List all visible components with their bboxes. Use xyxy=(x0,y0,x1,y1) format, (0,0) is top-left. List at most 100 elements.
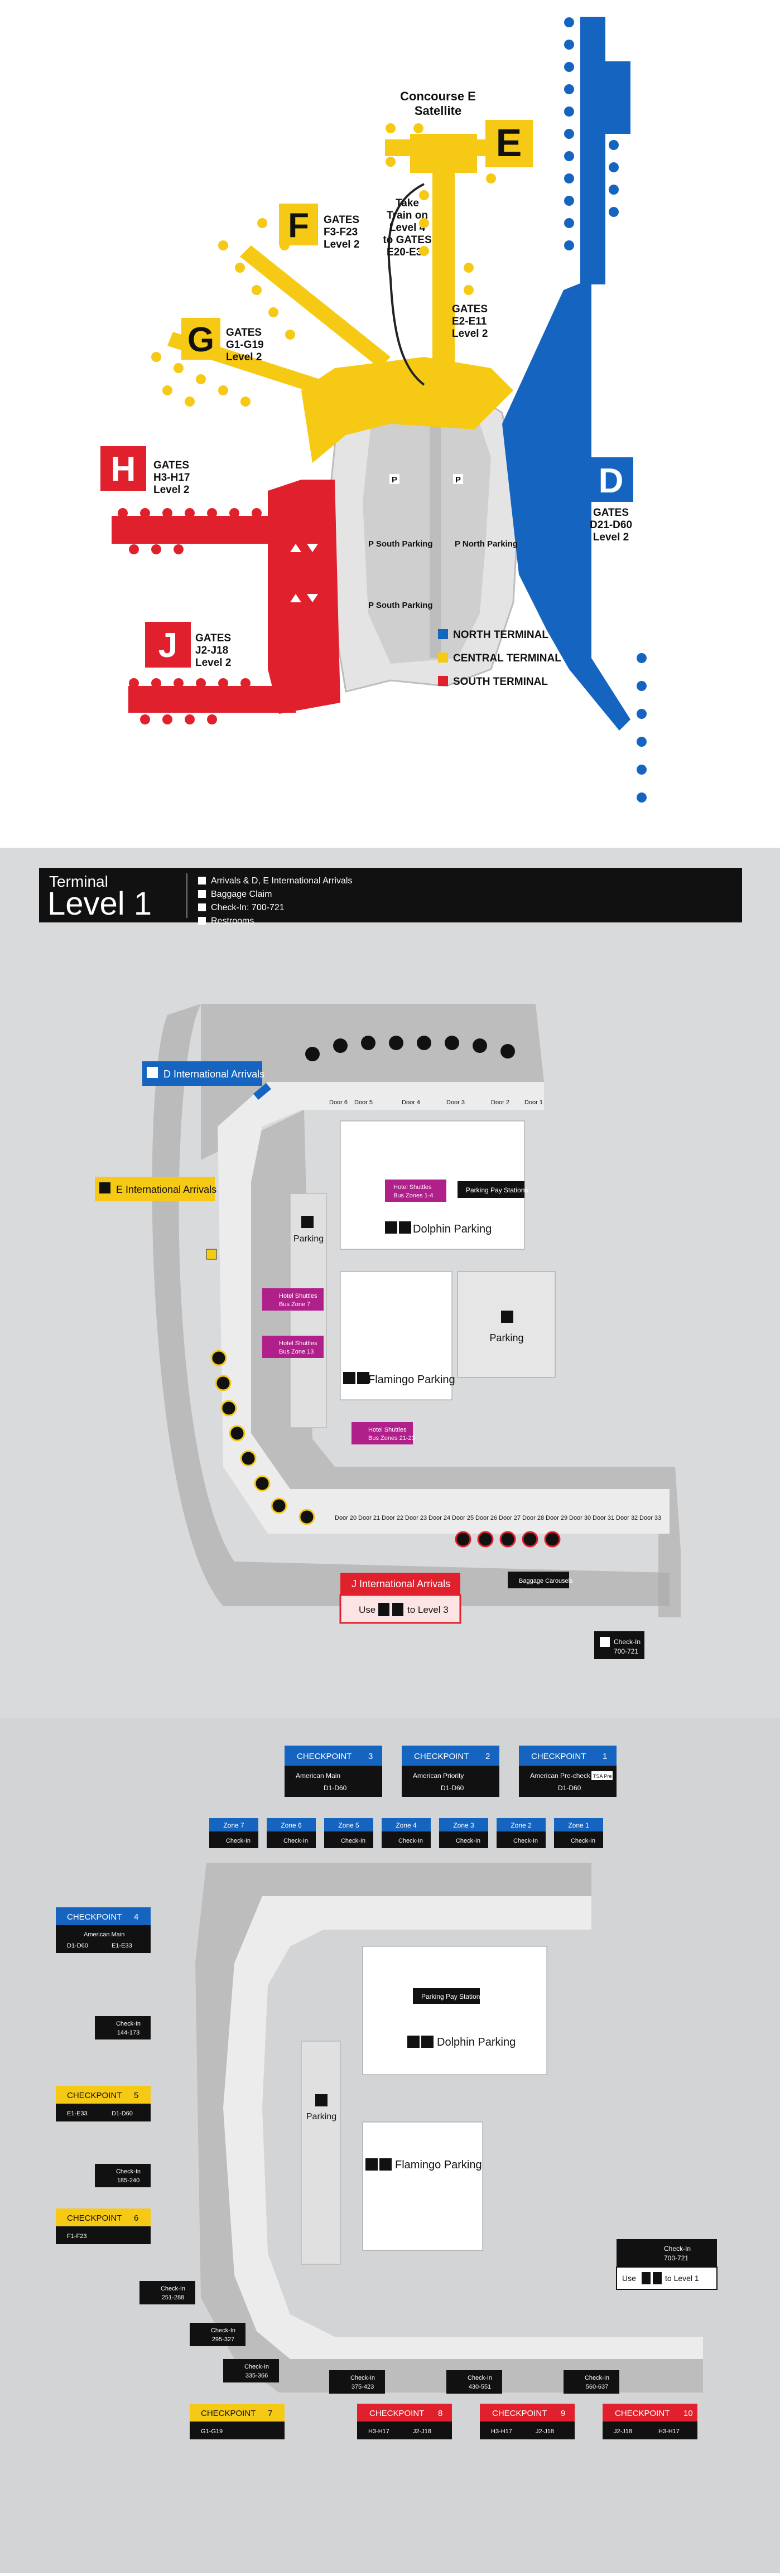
gate-marker-24 xyxy=(637,681,647,691)
zone-tab-0 xyxy=(209,1818,258,1831)
checkpoint-top-header-1 xyxy=(402,1746,499,1766)
gate-marker-69 xyxy=(162,714,172,724)
gate-marker-35 xyxy=(419,246,429,256)
level1-header-level: Level 1 xyxy=(47,886,152,922)
gate-marker-9 xyxy=(564,218,574,228)
e-arrivals-carousel-icon-2 xyxy=(220,1400,237,1417)
j-arrivals-carousel-icon-0 xyxy=(455,1531,471,1548)
svg-text:Door 1: Door 1 xyxy=(524,1099,543,1106)
zone-tab-label-5: Zone 2 xyxy=(511,1821,532,1829)
concourse-f-letter: F xyxy=(288,206,309,245)
checkin-bottom-label-1: Check-In xyxy=(468,2375,492,2381)
level1-door-bottom-2: Door 22 xyxy=(382,1515,403,1521)
checkpoint-bottom-gate-a-1: H3-H17 xyxy=(491,2428,512,2435)
checkpoint-bottom-title-2: CHECKPOINT xyxy=(615,2409,670,2418)
e-arrivals-carousel-icon-3 xyxy=(229,1425,245,1442)
checkpoint-bottom-gate-a-2: J2-J18 xyxy=(614,2428,632,2435)
zone-checkin-0 xyxy=(209,1831,258,1848)
concourse-e-satellite-line1: Concourse E xyxy=(400,89,476,103)
hotel-shuttle-zone-1-4: Hotel Shuttles Bus Zones 1-4 xyxy=(385,1180,446,1202)
svg-text:Dolphin Parking: Dolphin Parking xyxy=(437,2036,516,2048)
concourse-j-letter: J xyxy=(158,626,177,665)
gate-marker-4 xyxy=(564,107,574,117)
checkpoint-bottom-body-2 xyxy=(603,2422,697,2439)
checkpoint-bottom-title-0: CHECKPOINT xyxy=(369,2409,424,2418)
svg-text:to Level 3: to Level 3 xyxy=(407,1604,449,1615)
checkpoint-bottom-gate-b-0: J2-J18 xyxy=(413,2428,431,2435)
concourse-d-letter: D xyxy=(599,462,624,500)
hotel-shuttle-zone-13: Hotel Shuttles Bus Zone 13 xyxy=(262,1336,324,1358)
checkpoint-top-body-2 xyxy=(519,1766,617,1797)
gate-marker-19 xyxy=(575,419,585,429)
e-arrivals-carousel-icon-0 xyxy=(210,1350,227,1366)
zone-tab-2 xyxy=(324,1818,373,1831)
baggage-carousel-icon-6 xyxy=(473,1038,487,1053)
zone-checkin-label-6: Check-In xyxy=(571,1838,595,1844)
svg-text:Level 2: Level 2 xyxy=(153,484,189,496)
tsa-pre-badge-text: TSA Pre xyxy=(593,1773,612,1779)
level1-parking-box: Parking xyxy=(457,1271,556,1378)
checkpoint-bottom-gate-a-0: H3-H17 xyxy=(368,2428,389,2435)
gate-marker-66 xyxy=(218,678,228,688)
zone-tab-label-4: Zone 3 xyxy=(453,1821,474,1829)
checkpoint-bottom-gate-b-1: J2-J18 xyxy=(536,2428,554,2435)
gate-marker-62 xyxy=(129,678,139,688)
gate-marker-38 xyxy=(218,240,228,250)
svg-text:American Main: American Main xyxy=(84,1931,124,1938)
checkin-left-2 xyxy=(139,2281,195,2304)
gate-marker-41 xyxy=(268,307,278,317)
checkin-bottom-range-0: 375-423 xyxy=(352,2384,374,2390)
checkpoint-7: CHECKPOINT 7 G1-G19 xyxy=(190,2404,285,2439)
svg-text:D1-D60: D1-D60 xyxy=(67,1942,88,1949)
svg-text:Hotel Shuttles: Hotel Shuttles xyxy=(393,1184,432,1191)
svg-text:Level 2: Level 2 xyxy=(226,351,262,363)
tsa-pre-badge xyxy=(591,1771,613,1780)
concourse-e-letter: E xyxy=(496,121,522,165)
level1-terminal-outline xyxy=(201,1004,681,1617)
svg-text:CHECKPOINT: CHECKPOINT xyxy=(201,2409,256,2418)
level1-header-arrivals: Arrivals & D, E International Arrivals xyxy=(211,876,352,886)
gate-marker-12 xyxy=(609,162,619,172)
level1-door-bottom-3: Door 23 xyxy=(405,1515,427,1521)
svg-text:Parking: Parking xyxy=(489,1332,523,1343)
e-arrivals-carousel-icon-7 xyxy=(298,1509,315,1525)
svg-text:Check-In: Check-In xyxy=(664,2245,691,2253)
level1-section: Terminal Level 1 Arrivals & D, E Interna… xyxy=(0,848,780,1718)
gate-marker-31 xyxy=(413,123,423,133)
gate-marker-0 xyxy=(564,17,574,27)
svg-text:Door 4: Door 4 xyxy=(402,1099,420,1106)
svg-text:E1-E33: E1-E33 xyxy=(112,1942,132,1949)
svg-text:GATES: GATES xyxy=(226,327,262,339)
checkpoint-top-sub-2: American Pre-check xyxy=(530,1772,591,1780)
svg-text:G1-G19: G1-G19 xyxy=(201,2428,223,2435)
checkin-bottom-range-1: 430-551 xyxy=(469,2384,491,2390)
zone-checkin-label-0: Check-In xyxy=(226,1838,251,1844)
level1-door-bottom-1: Door 21 xyxy=(358,1515,380,1521)
level1-door-bottom-8: Door 28 xyxy=(522,1515,544,1521)
level2-terminal-outline xyxy=(195,1863,703,2393)
gates-f-label: GATES F3-F23 Level 2 xyxy=(324,214,359,250)
svg-text:GATES: GATES xyxy=(452,303,488,315)
checkpoint-top-body-1 xyxy=(402,1766,499,1797)
svg-text:D International Arrivals: D International Arrivals xyxy=(163,1069,264,1080)
checkpoint-bottom-gate-b-2: H3-H17 xyxy=(658,2428,680,2435)
checkin-left-range-4: 335-366 xyxy=(245,2372,268,2379)
checkpoint-top-sub-0: American Main xyxy=(296,1772,340,1780)
e-arrivals-carousel-icon-6 xyxy=(271,1497,287,1514)
checkin-bottom-0 xyxy=(329,2370,385,2394)
gate-marker-61 xyxy=(174,544,184,554)
checkin-left-label-1: Check-In xyxy=(116,2168,141,2175)
baggage-carousel-icon-0 xyxy=(305,1047,320,1061)
svg-text:7: 7 xyxy=(268,2409,272,2418)
parking-pay-stations-l1: Parking Pay Stations xyxy=(458,1181,528,1198)
gate-marker-27 xyxy=(637,765,647,775)
svg-text:E20-E33: E20-E33 xyxy=(387,247,428,258)
gate-marker-10 xyxy=(564,240,574,250)
zone-checkin-3 xyxy=(382,1831,431,1848)
baggage-carousel-icon-5 xyxy=(445,1036,459,1050)
level1-door-bottom-7: Door 27 xyxy=(499,1515,521,1521)
gate-marker-17 xyxy=(575,363,585,373)
